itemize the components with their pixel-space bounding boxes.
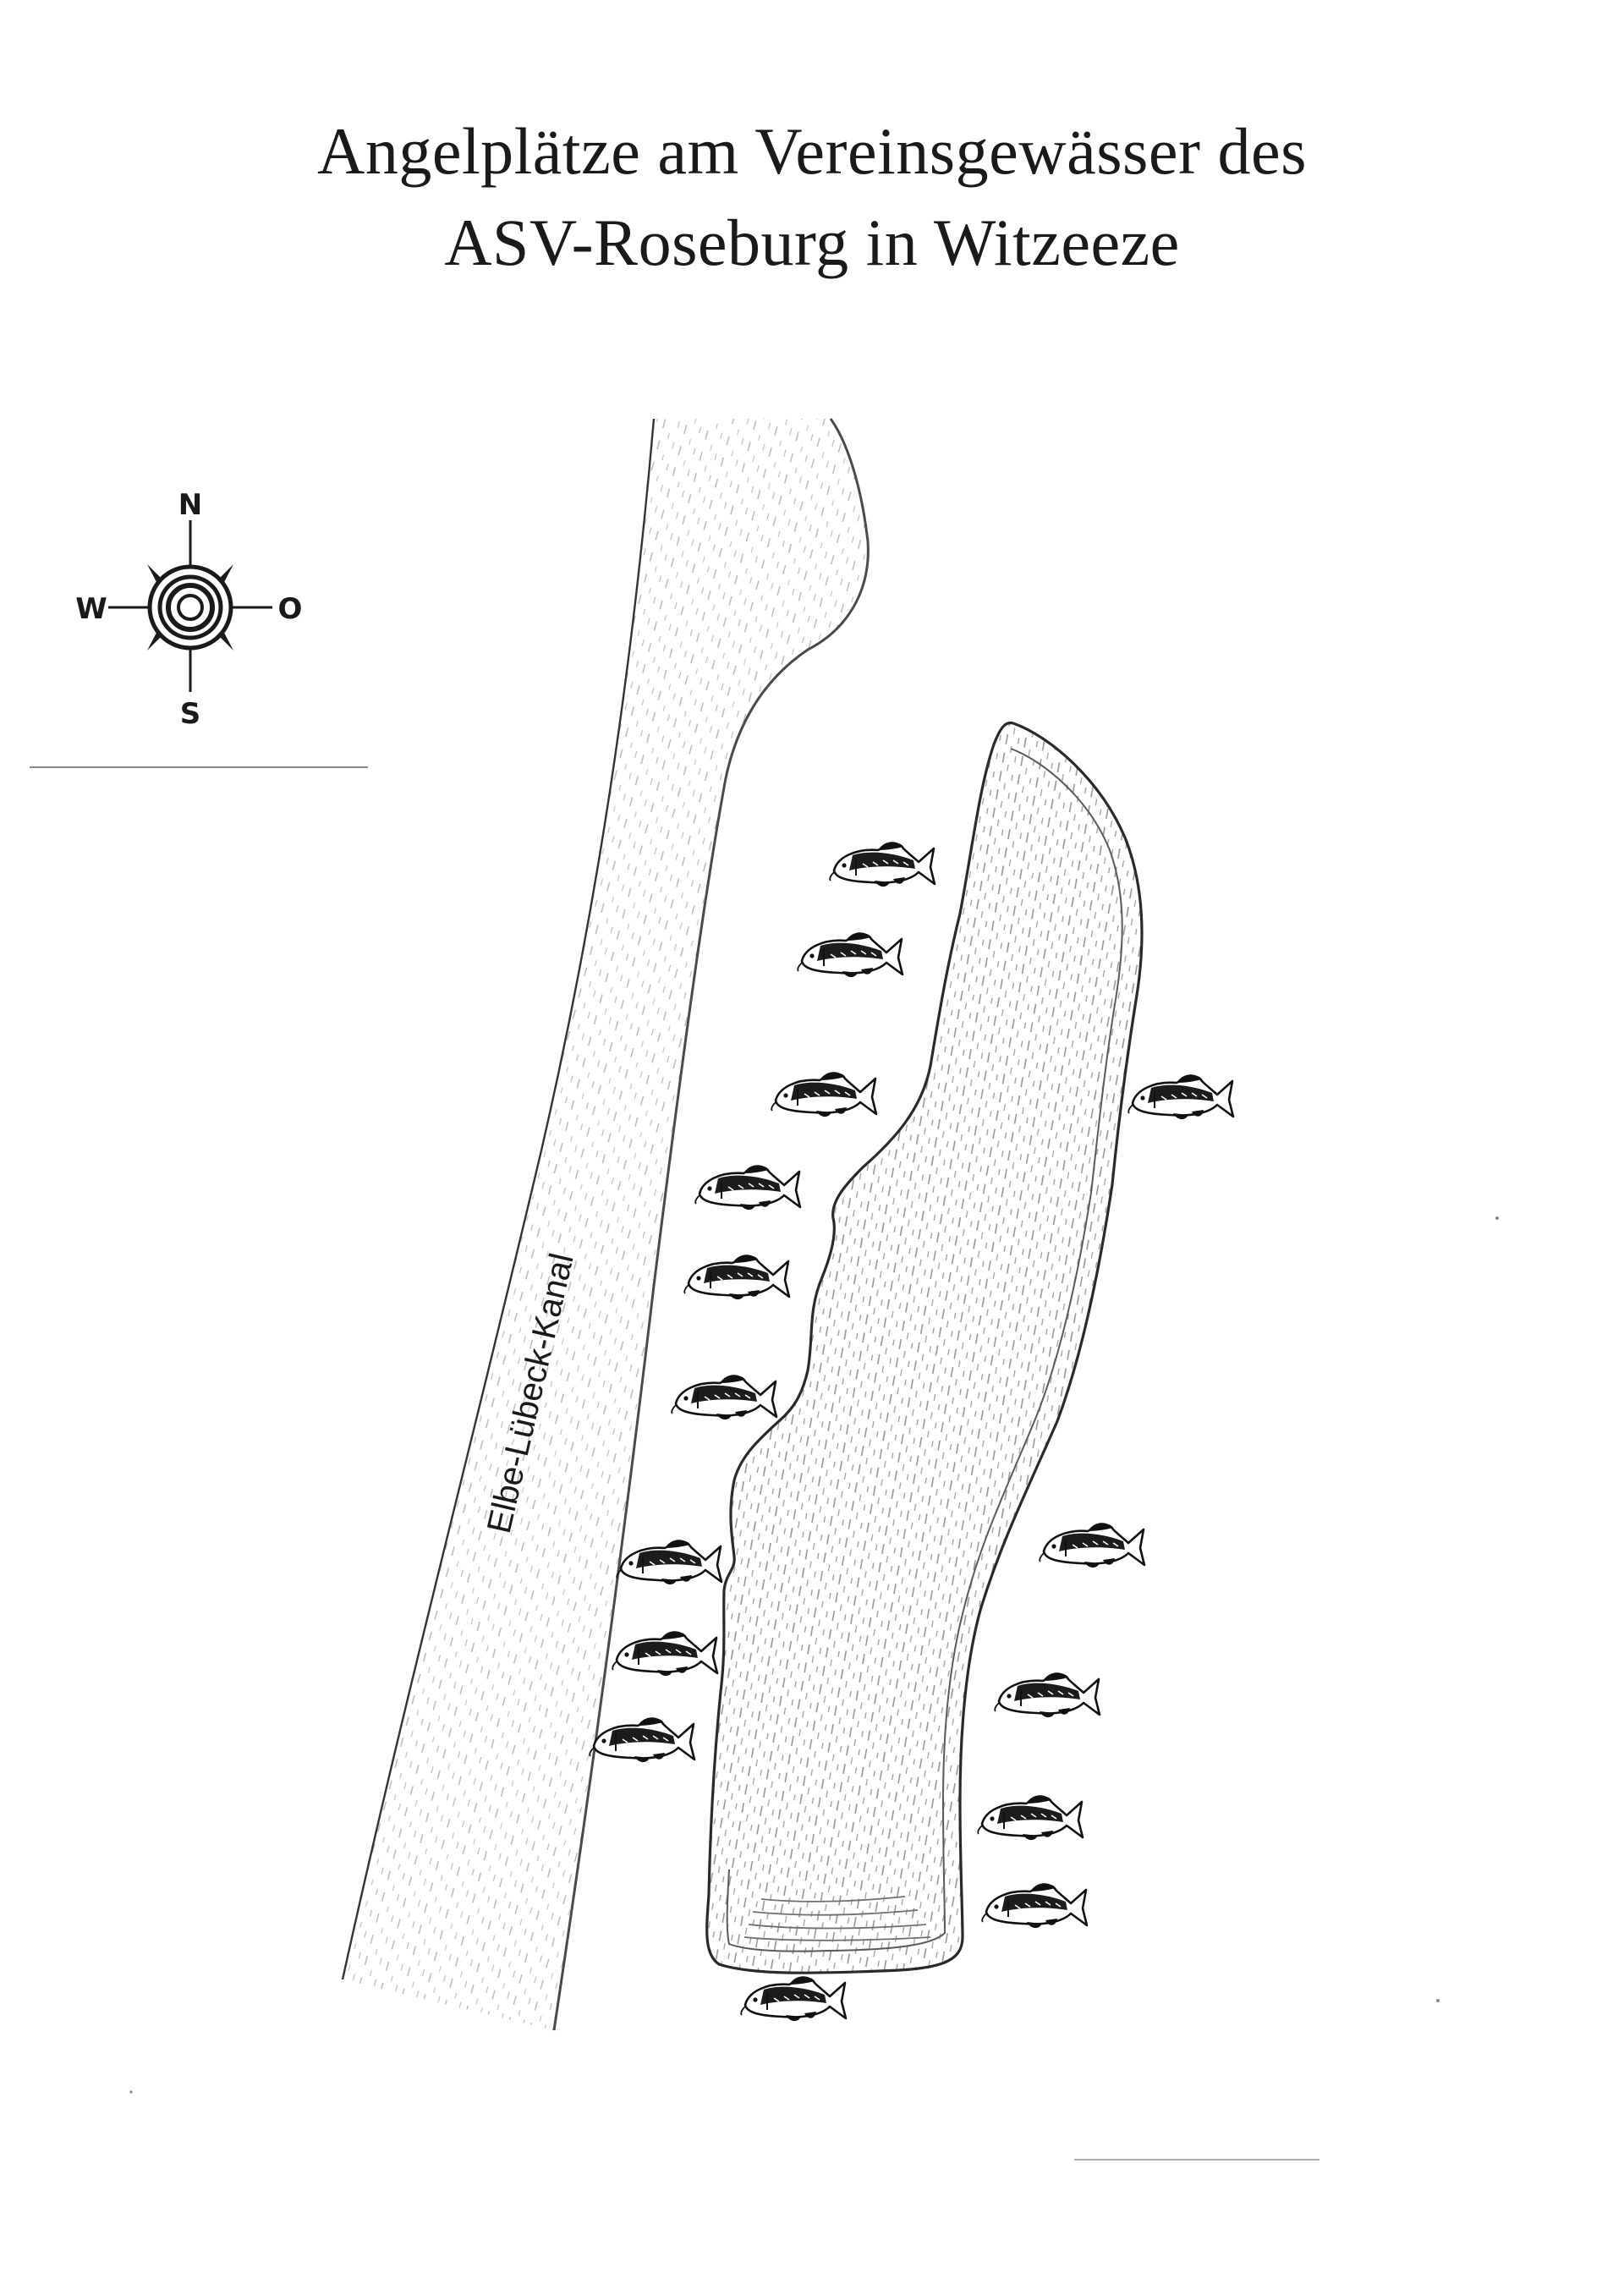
- carp-fish-icon: [976, 1793, 1084, 1842]
- carp-fish-icon: [993, 1671, 1101, 1719]
- title-line-2: ASV-Roseburg in Witzeeze: [444, 206, 1180, 279]
- carp-fish-icon: [611, 1629, 719, 1677]
- carp-fish-icon: [670, 1373, 778, 1421]
- compass-west-label: W: [75, 592, 107, 626]
- map-title: Angelplätze am Vereinsgewässer des ASV-R…: [0, 106, 1624, 288]
- carp-fish-icon: [615, 1538, 723, 1586]
- compass-north-label: N: [178, 488, 202, 522]
- carp-fish-icon: [1127, 1073, 1235, 1121]
- compass-south-label: S: [180, 697, 201, 731]
- canal-area: Elbe-Lübeck-Kanal: [341, 418, 870, 2031]
- carp-fish-icon: [770, 1070, 878, 1118]
- carp-fish-icon: [694, 1163, 802, 1211]
- carp-fish-icon: [683, 1253, 791, 1301]
- carp-fish-icon: [980, 1881, 1089, 1930]
- carp-fish-icon: [739, 1974, 848, 2023]
- compass-east-label: O: [278, 592, 303, 626]
- carp-fish-icon: [1038, 1521, 1146, 1569]
- carp-fish-icon: [588, 1716, 696, 1764]
- title-line-1: Angelplätze am Vereinsgewässer des: [317, 114, 1307, 188]
- compass-rose-icon: N S W O: [75, 488, 302, 731]
- carp-fish-icon: [828, 840, 936, 888]
- lake-area: [705, 721, 1144, 1974]
- carp-fish-icon: [796, 931, 904, 979]
